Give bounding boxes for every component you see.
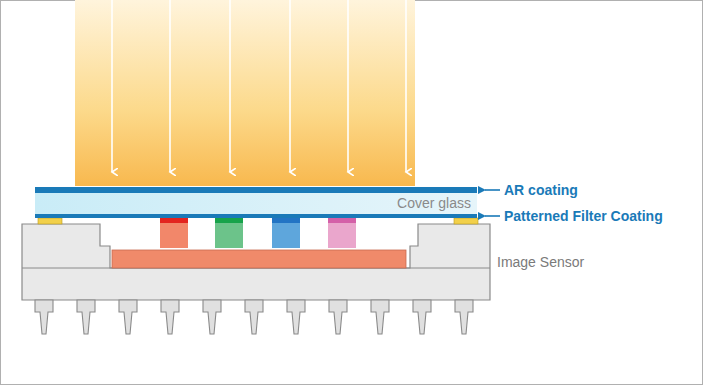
red-filter-top (160, 218, 188, 223)
pin (287, 300, 305, 334)
blue-filter-top (272, 218, 300, 223)
red-filter (160, 218, 188, 248)
pin (329, 300, 347, 334)
light-ray (405, 0, 407, 172)
bond-pad (38, 218, 62, 224)
pin (203, 300, 221, 334)
pin (119, 300, 137, 334)
pin (35, 300, 53, 334)
sensor-pins (35, 300, 473, 334)
pin (77, 300, 95, 334)
light-ray (229, 0, 231, 172)
green-filter (215, 218, 243, 248)
pin (161, 300, 179, 334)
pink-filter-top (328, 218, 356, 223)
cover-glass-body (35, 193, 477, 214)
leader-arrow (485, 215, 500, 217)
pin (455, 300, 473, 334)
light-ray (289, 0, 291, 172)
light-rays (112, 0, 406, 172)
filter-coating-layer (35, 214, 477, 218)
pin (413, 300, 431, 334)
light-ray (347, 0, 349, 172)
part-label: Image Sensor (497, 253, 584, 271)
blue-filter (272, 218, 300, 248)
light-ray (111, 0, 113, 172)
sensor-die (112, 250, 406, 268)
incident-light (75, 0, 415, 186)
pink-filter (328, 218, 356, 248)
leader-arrow (485, 189, 500, 191)
ar-coating-layer (35, 187, 477, 193)
part-label: Patterned Filter Coating (504, 207, 663, 225)
cover-glass: Cover glass (35, 193, 477, 214)
pin (371, 300, 389, 334)
part-label: Cover glass (35, 193, 471, 214)
bond-pad (454, 218, 478, 224)
light-ray (169, 0, 171, 172)
pin (245, 300, 263, 334)
green-filter-top (215, 218, 243, 223)
part-label: AR coating (504, 181, 578, 199)
sensor-housing (22, 224, 490, 300)
